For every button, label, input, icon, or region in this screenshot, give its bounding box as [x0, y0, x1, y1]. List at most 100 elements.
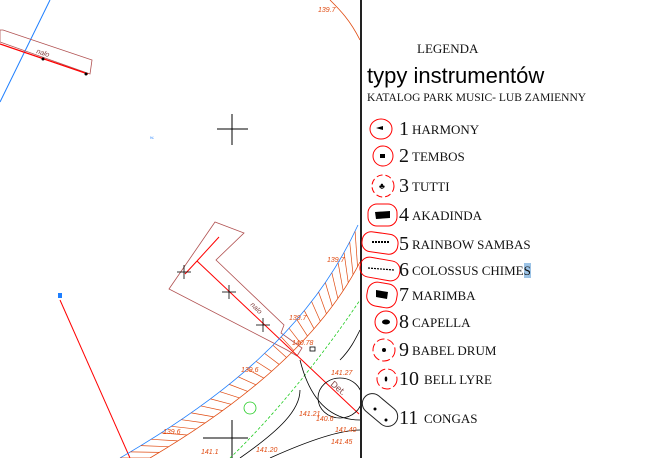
- elevation-label: 141.21: [299, 411, 321, 418]
- legend-item-label: TEMBOS: [412, 149, 465, 164]
- road-hatch: [343, 252, 349, 283]
- instrument-symbol-icon: [369, 118, 393, 140]
- instrument-symbol-icon: [374, 310, 398, 334]
- boundary-line: [196, 260, 360, 415]
- building-outline: [168, 221, 303, 357]
- road-hatch: [238, 376, 257, 386]
- footpath: [229, 299, 360, 458]
- map-label: Det.: [329, 379, 348, 397]
- site-plan-map: nalo w. 139.7 139.7 139.7 139.6 139.6 14…: [0, 0, 360, 458]
- legend-heading: LEGENDA: [417, 41, 479, 56]
- road-hatch: [255, 361, 272, 372]
- road-hatch: [219, 391, 240, 399]
- crosshair-marker: [203, 114, 248, 458]
- legend-item-label: BELL LYRE: [424, 372, 492, 387]
- legend-subtitle: KATALOG PARK MUSIC- LUB ZAMIENNY: [367, 92, 587, 104]
- legend-item-label: MARIMBA: [412, 288, 476, 303]
- road-hatch: [349, 241, 354, 275]
- road-hatch: [280, 336, 294, 351]
- building-outline: [0, 29, 93, 75]
- instrument-symbol-icon: [359, 256, 401, 282]
- instrument-symbol-icon: ♣: [371, 174, 395, 198]
- road-hatch: [288, 328, 301, 344]
- svg-text:♣: ♣: [379, 181, 385, 191]
- map-label: nalo: [35, 48, 50, 59]
- road-hatch: [191, 412, 214, 418]
- elevation-label: 139.7: [327, 257, 346, 264]
- road-hatch: [331, 272, 339, 299]
- legend-item-number: 10: [399, 368, 419, 390]
- elevation-label: 140.78: [292, 340, 314, 347]
- road-hatch: [304, 310, 315, 329]
- road-hatch: [171, 425, 197, 430]
- road-hatch: [181, 419, 206, 424]
- road-edge: [119, 224, 359, 458]
- elevation-label: 141.45: [331, 439, 353, 446]
- elevation-label: 139.7: [318, 7, 337, 14]
- legend-item-label: CONGAS: [424, 411, 478, 426]
- elevation-label: 141.40: [335, 427, 357, 434]
- legend-item-number: 2: [399, 145, 409, 167]
- road-hatch: [325, 282, 333, 307]
- elevation-label: 139.6: [241, 367, 259, 374]
- road-hatch: [311, 301, 321, 322]
- legend-item-label: BABEL DRUM: [412, 343, 497, 358]
- elevation-label: 141.27: [331, 370, 354, 377]
- legend-item-label: CAPELLA: [412, 315, 471, 330]
- instrument-symbol-icon: [361, 231, 399, 255]
- boundary-line: [59, 299, 131, 458]
- legend-item-number: 1: [399, 118, 409, 140]
- legend-item-label: TUTTI: [412, 179, 450, 194]
- legend-item-number: 8: [399, 311, 409, 333]
- legend-item: 10 BELL LYRE: [362, 367, 662, 391]
- legend-item-number: 3: [399, 175, 409, 197]
- instrument-symbol-icon: [372, 338, 396, 362]
- road-hatch: [264, 353, 280, 365]
- road-hatch: [296, 319, 308, 337]
- legend-title: typy instrumentów: [367, 63, 545, 88]
- road-hatch: [210, 398, 232, 405]
- elevation-label: 140.6: [316, 416, 334, 423]
- roundabout: [299, 359, 360, 421]
- legend-item-label: HARMONY: [412, 122, 480, 137]
- legend-item-number: 6: [399, 259, 409, 281]
- elevation-label: 141.20: [256, 447, 278, 454]
- instrument-symbol-icon: [361, 393, 399, 427]
- instrument-symbol-icon: [366, 281, 398, 309]
- road-hatch: [318, 292, 327, 314]
- legend-item-label: COLOSSUS CHIMES: [412, 263, 531, 278]
- legend-item-number: 7: [399, 284, 409, 306]
- road-hatch: [161, 432, 188, 436]
- legend-item-label: AKADINDA: [412, 208, 483, 223]
- elevation-label: 141.1: [201, 449, 219, 456]
- road-hatch: [130, 451, 160, 453]
- road-hatch: [140, 445, 169, 448]
- instrument-symbol-icon: [367, 203, 398, 227]
- road-hatch: [200, 405, 223, 411]
- legend-item-number: 11: [399, 407, 419, 429]
- elevation-label: 139.6: [163, 429, 181, 436]
- road-hatch: [337, 262, 344, 291]
- elevation-label: 139.7: [289, 315, 308, 322]
- legend-item-number: 5: [399, 233, 409, 255]
- legend-item-number: 9: [399, 339, 409, 361]
- legend-item-label: RAINBOW SAMBAS: [412, 237, 531, 252]
- legend-item: 11 CONGAS: [361, 393, 662, 429]
- road-hatch: [354, 231, 358, 267]
- legend-item-number: 4: [399, 204, 409, 226]
- instrument-symbol-icon: [372, 145, 394, 167]
- legend-divider: [360, 0, 362, 458]
- road-hatch: [151, 438, 179, 442]
- instrument-symbol-icon: [376, 368, 398, 390]
- road-hatch: [247, 368, 264, 379]
- legend-panel: LEGENDA typy instrumentów KATALOG PARK M…: [359, 0, 665, 458]
- svg-text:w.: w.: [150, 136, 154, 141]
